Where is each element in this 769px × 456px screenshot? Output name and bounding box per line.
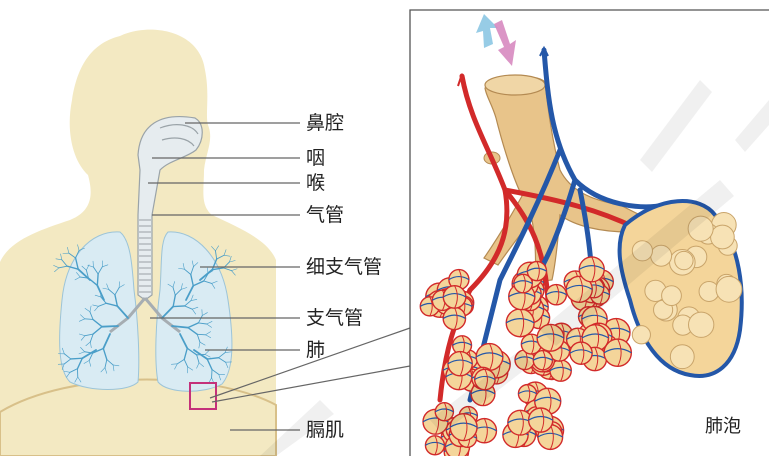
alveolus-sac [570, 342, 592, 364]
alveolus-cell [689, 312, 714, 337]
bronchiole-branch [102, 326, 118, 327]
alveolus-cell [675, 251, 693, 269]
alveolus-sac [529, 408, 553, 432]
bronchiole-branch [97, 274, 98, 285]
label-alveoli: 肺泡 [705, 418, 741, 436]
label-larynx: 喉 [306, 174, 325, 193]
bronchus-opening [485, 75, 545, 95]
alveolus-cell [670, 345, 694, 369]
alveolus-sac [425, 436, 444, 455]
alveolus-cell [632, 326, 650, 344]
alveolus-sac [579, 257, 604, 282]
alveolus-sac [476, 344, 503, 371]
bronchiole-branch [173, 306, 185, 307]
alveolus-sac [506, 309, 534, 337]
label-trachea: 气管 [306, 206, 344, 225]
air-out-arrow [476, 14, 498, 48]
label-diaphragm: 膈肌 [306, 421, 344, 440]
alveolus-sac [546, 285, 566, 305]
watermark-stroke-2 [735, 100, 769, 152]
bronchus-tube [484, 77, 640, 282]
alveolus-sac [443, 307, 465, 329]
alveolus-sac [443, 286, 466, 309]
label-bronchiole: 细支气管 [306, 258, 382, 277]
alveoli-zoom-panel [410, 10, 769, 456]
label-nasal-cavity: 鼻腔 [306, 114, 344, 133]
torso-figure [0, 30, 276, 456]
watermark-stroke-1 [640, 80, 712, 172]
label-bronchus: 支气管 [306, 309, 363, 328]
alveolus-sac [448, 352, 472, 376]
alveolus-sac [527, 262, 546, 281]
label-lung: 肺 [306, 341, 325, 360]
alveolus-sac [604, 339, 631, 366]
alveolus-cell [662, 286, 682, 306]
alveolus-cell [716, 276, 742, 302]
air-in-arrow [494, 20, 516, 66]
label-pharynx: 咽 [306, 149, 325, 168]
bronchiole-branch [71, 358, 83, 359]
alveolus-cell [711, 225, 735, 249]
